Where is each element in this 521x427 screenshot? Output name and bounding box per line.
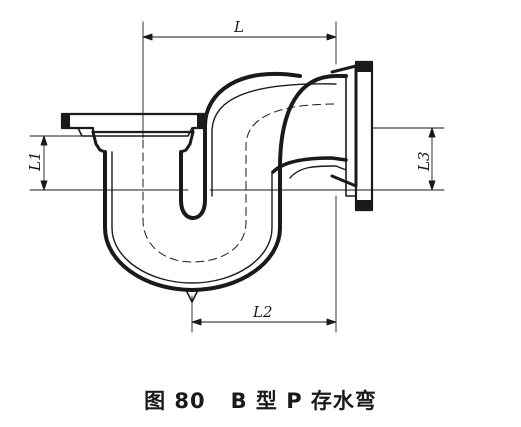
figure-caption: 图 80 B 型 P 存水弯 (0, 385, 521, 415)
dimension-label-l1: L1 (26, 151, 44, 172)
figure-title: B 型 P 存水弯 (230, 389, 377, 413)
pipe-outer-wall (103, 71, 348, 292)
dimension-label-l3: L3 (415, 151, 433, 172)
cleanout-plug (185, 289, 199, 303)
pipe-centerline (142, 103, 337, 263)
dimension-label-l: L (233, 18, 244, 36)
inlet-flange (60, 112, 207, 154)
dimension-label-l2: L2 (252, 303, 273, 321)
dimension-lines (29, 21, 445, 333)
figure-number: 图 80 (144, 389, 206, 413)
outlet-flange (330, 60, 374, 212)
pipe-inner-wall (111, 83, 348, 284)
